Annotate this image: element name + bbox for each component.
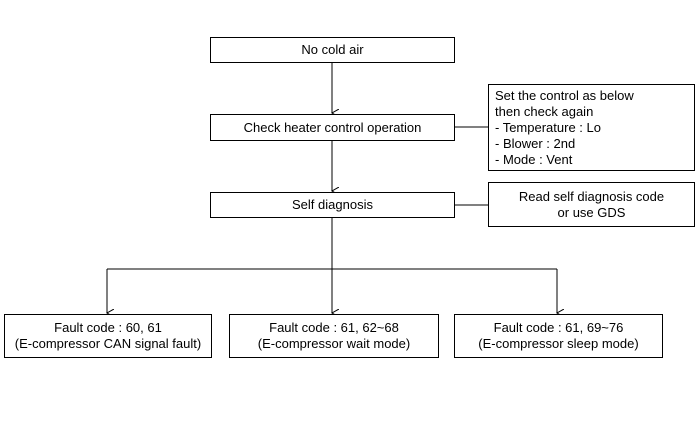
- note-line: then check again: [495, 104, 594, 119]
- fault-code: Fault code : 61, 69~76: [493, 320, 624, 335]
- note-line: - Temperature : Lo: [495, 120, 601, 135]
- self-diagnosis-note: Read self diagnosis code or use GDS: [488, 182, 695, 227]
- note-line: Read self diagnosis code: [518, 188, 665, 204]
- fault-description: (E-compressor wait mode): [257, 336, 411, 351]
- check-heater-note: Set the control as below then check agai…: [488, 84, 695, 171]
- start-label: No cold air: [301, 42, 364, 57]
- check-heater-label: Check heater control operation: [243, 119, 422, 135]
- note-line: - Mode : Vent: [495, 152, 573, 167]
- fault-box: Fault code : 61, 62~68 (E-compressor wai…: [229, 314, 439, 358]
- fault-code: Fault code : 61, 62~68: [269, 320, 399, 335]
- check-heater-box: Check heater control operation: [210, 114, 455, 141]
- fault-code: Fault code : 60, 61: [54, 320, 162, 335]
- fault-description: (E-compressor sleep mode): [478, 336, 639, 351]
- fault-description: (E-compressor CAN signal fault): [14, 336, 202, 351]
- note-line: or use GDS: [557, 204, 626, 220]
- note-line: Set the control as below: [495, 88, 634, 103]
- fault-box: Fault code : 60, 61 (E-compressor CAN si…: [4, 314, 212, 358]
- fault-box: Fault code : 61, 69~76 (E-compressor sle…: [454, 314, 663, 358]
- note-line: - Blower : 2nd: [495, 136, 576, 151]
- self-diagnosis-label: Self diagnosis: [292, 197, 373, 212]
- self-diagnosis-box: Self diagnosis: [210, 192, 455, 218]
- start-box: No cold air: [210, 37, 455, 63]
